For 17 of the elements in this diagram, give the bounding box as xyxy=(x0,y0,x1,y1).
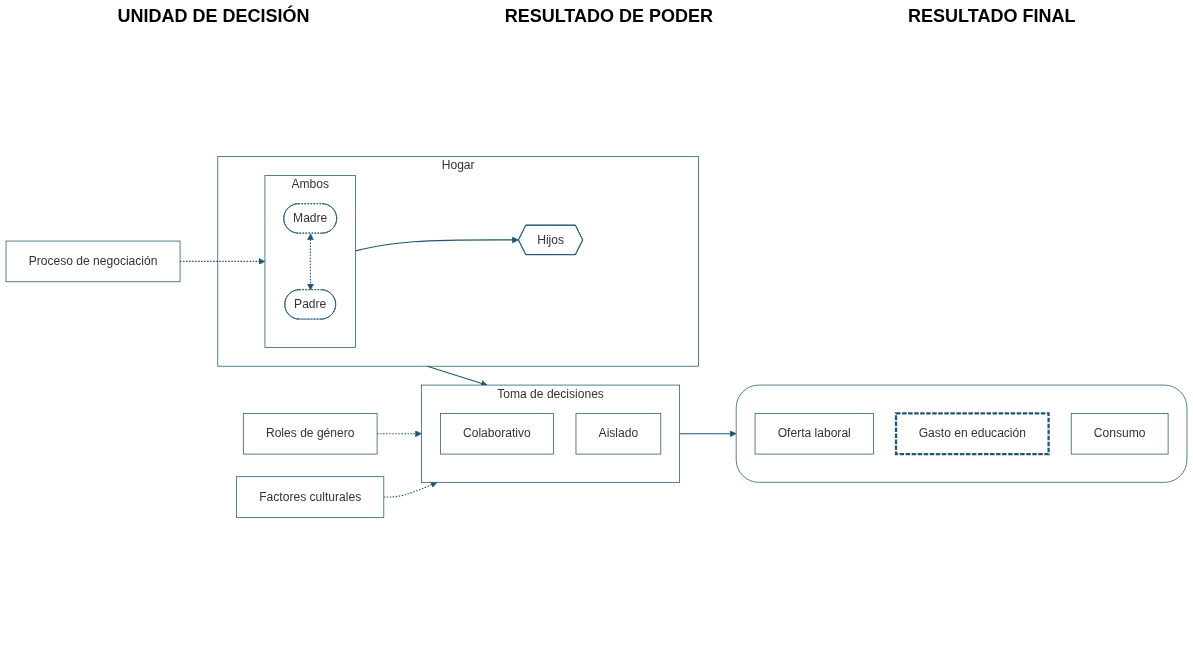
column-heading: RESULTADO DE PODER xyxy=(504,6,713,27)
cluster xyxy=(735,384,1188,483)
arrow xyxy=(679,430,737,438)
node-box: Factores culturales xyxy=(236,476,385,518)
column-heading: UNIDAD DE DECISIÓN xyxy=(117,6,310,27)
node-box: Gasto en educación xyxy=(894,412,1050,456)
node-box: Colaborativo xyxy=(440,412,554,455)
column-heading: RESULTADO FINAL xyxy=(908,6,1076,27)
node-box: Roles de género xyxy=(242,412,378,455)
node-box: Consumo xyxy=(1070,412,1169,455)
node-box: Proceso de negociación xyxy=(5,240,181,283)
node-box: Oferta laboral xyxy=(754,412,874,455)
arrow xyxy=(426,365,488,387)
arrow xyxy=(354,236,519,252)
arrow xyxy=(383,481,438,498)
arrow xyxy=(307,233,314,291)
node-box: Aislado xyxy=(575,412,662,455)
